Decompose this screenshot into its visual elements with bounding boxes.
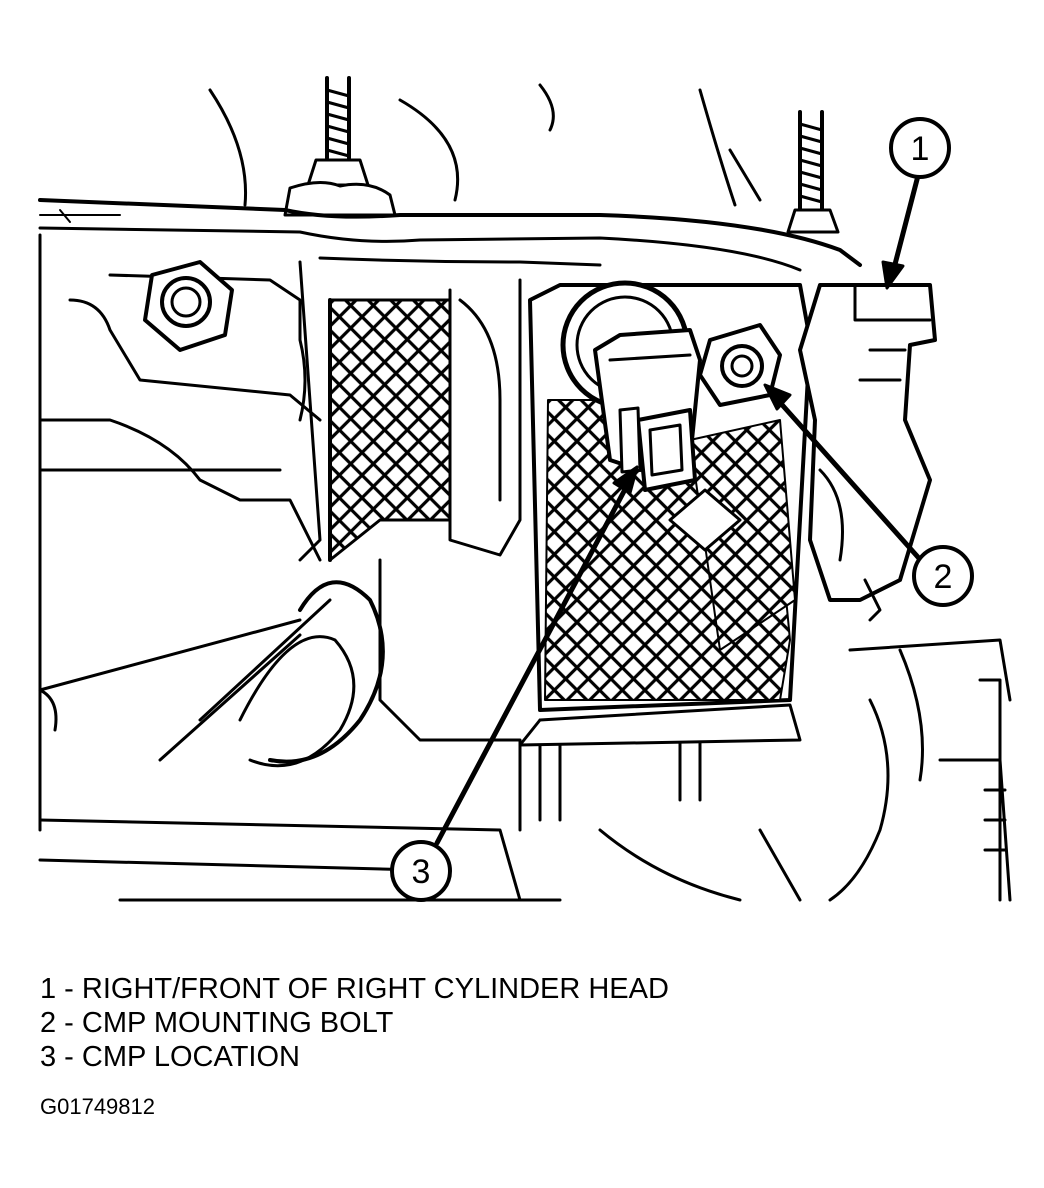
callout-1: 1 bbox=[889, 117, 951, 179]
callout-3: 3 bbox=[390, 840, 452, 902]
engine-illustration: 1 2 3 bbox=[38, 76, 1012, 902]
legend: 1 - RIGHT/FRONT OF RIGHT CYLINDER HEAD 2… bbox=[40, 972, 669, 1074]
legend-item-1: 1 - RIGHT/FRONT OF RIGHT CYLINDER HEAD bbox=[40, 973, 669, 1005]
callout-3-number: 3 bbox=[412, 853, 431, 891]
legend-item-2: 2 - CMP MOUNTING BOLT bbox=[40, 1007, 394, 1039]
callout-2-number: 2 bbox=[934, 558, 953, 596]
callout-1-number: 1 bbox=[911, 130, 930, 168]
figure-id: G01749812 bbox=[40, 1094, 155, 1119]
callout-2: 2 bbox=[912, 545, 974, 607]
legend-item-3: 3 - CMP LOCATION bbox=[40, 1041, 300, 1073]
